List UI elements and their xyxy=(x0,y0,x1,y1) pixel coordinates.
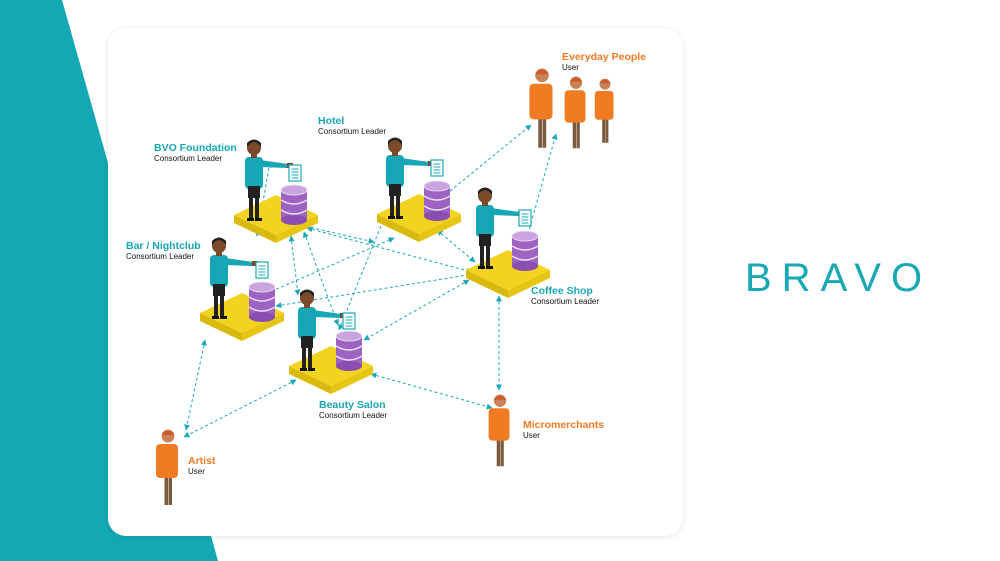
consortium-network-diagram xyxy=(156,68,614,505)
connection-link xyxy=(338,215,386,331)
bravo-logo: BRAVO xyxy=(745,256,933,300)
user-role: User xyxy=(188,466,205,476)
leader-role: Consortium Leader xyxy=(318,126,387,136)
connection-link xyxy=(299,223,375,244)
connection-link xyxy=(363,279,470,341)
user-figure-artist xyxy=(156,429,178,505)
leader-name: Beauty Salon xyxy=(319,399,386,411)
leader-name: Coffee Shop xyxy=(531,285,593,297)
connection-link xyxy=(436,229,476,263)
connection-link xyxy=(183,379,297,438)
label-everyday-people: Everyday People User xyxy=(562,52,646,72)
leader-role: Consortium Leader xyxy=(154,153,223,163)
label-coffee-shop: Coffee Shop Consortium Leader xyxy=(531,286,599,306)
connection-link xyxy=(288,235,301,296)
user-figure-micro xyxy=(488,394,510,467)
leader-node-bvo xyxy=(234,139,318,243)
user-figure-everyday-2 xyxy=(564,76,586,149)
leader-node-hotel xyxy=(377,137,461,242)
connection-link xyxy=(306,226,473,274)
leader-name: Bar / Nightclub xyxy=(126,240,201,252)
user-figure-everyday-1 xyxy=(529,68,553,148)
user-role: User xyxy=(562,62,579,72)
diagram-card: BVO Foundation Consortium Leader Hotel C… xyxy=(108,28,683,536)
user-name: Everyday People xyxy=(562,51,647,63)
connection-link xyxy=(432,124,532,206)
connection-link xyxy=(370,372,493,410)
leader-role: Consortium Leader xyxy=(531,296,600,306)
user-figure-everyday-3 xyxy=(594,78,614,143)
label-beauty-salon: Beauty Salon Consortium Leader xyxy=(319,400,387,420)
label-bvo-foundation: BVO Foundation Consortium Leader xyxy=(154,143,237,163)
leader-node-beauty xyxy=(289,289,373,394)
leader-role: Consortium Leader xyxy=(319,410,388,420)
user-role: User xyxy=(523,430,540,440)
leader-name: Hotel xyxy=(318,115,345,127)
label-bar-nightclub: Bar / Nightclub Consortium Leader xyxy=(126,241,201,261)
user-name: Artist xyxy=(188,455,216,467)
leader-name: BVO Foundation xyxy=(154,142,237,154)
user-name: Micromerchants xyxy=(523,419,605,431)
label-artist: Artist User xyxy=(188,456,215,476)
leader-node-coffee xyxy=(466,187,550,298)
label-micromerchants: Micromerchants User xyxy=(523,420,604,440)
leader-role: Consortium Leader xyxy=(126,251,195,261)
nodes xyxy=(156,68,614,505)
leader-node-bar xyxy=(200,237,284,341)
label-hotel: Hotel Consortium Leader xyxy=(318,116,386,136)
connection-link xyxy=(184,339,207,431)
